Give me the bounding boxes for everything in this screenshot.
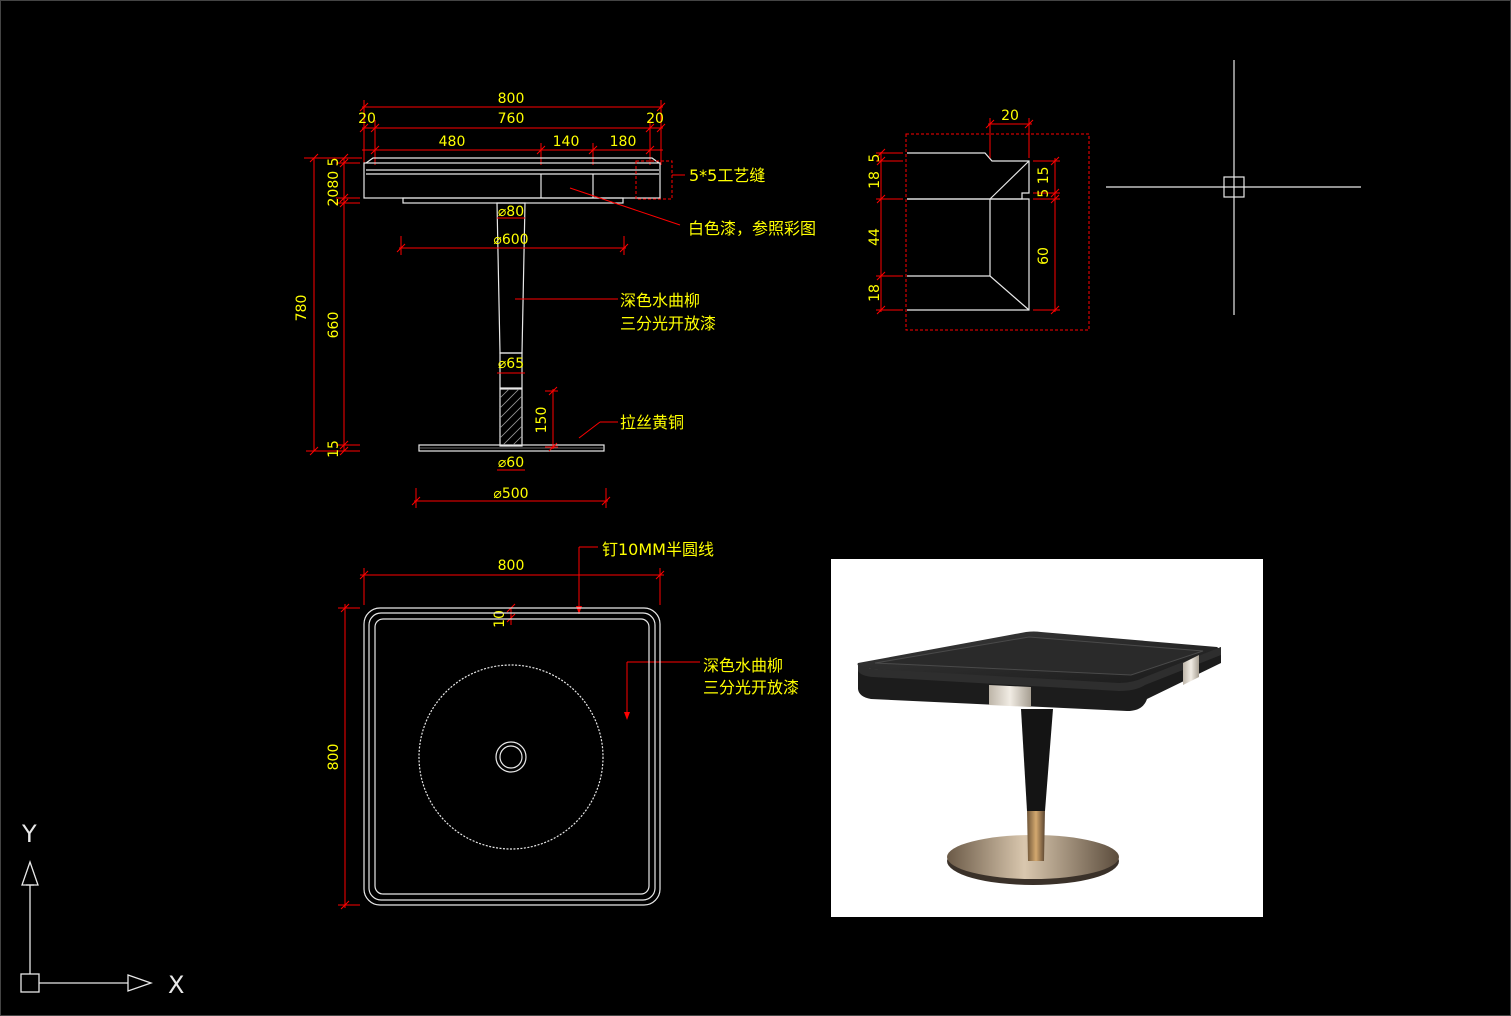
note-plan-wood-line1: 深色水曲柳 — [703, 656, 783, 675]
dim-d500: ⌀500 — [493, 486, 528, 502]
dim-base-thickness: 15 — [326, 440, 342, 458]
metal-plate-side — [1183, 655, 1199, 685]
elevation-top-dimension-lines — [359, 100, 666, 165]
table-illustration — [857, 631, 1221, 885]
dim-d65: ⌀65 — [498, 356, 524, 372]
elevation-diameter-dims — [396, 217, 629, 508]
note-brass: 拉丝黄铜 — [620, 413, 684, 432]
ucs-icon: Y X — [20, 820, 184, 999]
dim-section-18b: 18 — [867, 284, 883, 302]
groove-detail-callout — [635, 160, 673, 200]
plan-view: 800 800 10 钉10MM半圆线 深色水曲柳 三分光开放漆 — [326, 540, 799, 910]
section-callout-frame — [905, 133, 1090, 331]
top-edge-band — [858, 647, 1221, 691]
ucs-y-label: Y — [21, 820, 37, 848]
product-reference-photo — [831, 559, 1263, 917]
note-white-paint: 白色漆，参照彩图 — [688, 219, 816, 238]
edge-section-detail: 20 5 18 44 18 5 15 60 — [867, 108, 1090, 331]
dim-total-height: 780 — [294, 295, 310, 322]
dim-inner-width: 760 — [498, 111, 525, 127]
dim-section-60: 60 — [1036, 247, 1052, 265]
dim-section-20: 20 — [1001, 108, 1019, 124]
dim-section-5: 5 — [867, 154, 883, 163]
note-groove: 5*5工艺缝 — [689, 166, 765, 185]
note-plan-wood-line2: 三分光开放漆 — [703, 678, 799, 697]
dim-plan-width: 800 — [498, 558, 525, 574]
dim-seg-480: 480 — [439, 134, 466, 150]
dim-seg-180: 180 — [610, 134, 637, 150]
dim-seg-140: 140 — [553, 134, 580, 150]
elevation-table-top — [363, 157, 661, 204]
dim-side-right: 20 — [646, 111, 664, 127]
dim-overall-width: 800 — [498, 91, 525, 107]
crosshair-cursor[interactable] — [1106, 60, 1361, 315]
top-inset — [874, 636, 1204, 676]
brass-collar — [1027, 809, 1045, 861]
ucs-x-label: X — [168, 971, 184, 999]
note-nail-line: 钉10MM半圆线 — [602, 540, 714, 559]
dim-d60: ⌀60 — [498, 455, 524, 471]
dim-section-18a: 18 — [867, 171, 883, 189]
column — [1021, 709, 1053, 811]
dim-section-44: 44 — [867, 228, 883, 246]
section-dims — [876, 118, 1060, 315]
dim-d600: ⌀600 — [493, 232, 528, 248]
dim-side-left: 20 — [358, 111, 376, 127]
dim-column-height: 660 — [326, 312, 342, 339]
note-wood-line1: 深色水曲柳 — [620, 291, 700, 310]
plan-dims — [338, 546, 700, 910]
dim-top-stack: 2080 5 — [326, 158, 342, 207]
front-elevation: 800 760 20 20 480 140 180 5*5工艺缝 白色漆，参照彩… — [294, 91, 816, 508]
plan-wood-arrow — [624, 712, 630, 720]
dim-h150: 150 — [534, 407, 550, 434]
dim-plan-height: 800 — [326, 744, 342, 771]
section-profile — [907, 152, 1030, 311]
elevation-vertical-dims — [304, 153, 362, 456]
dim-section-5-15: 5 15 — [1036, 166, 1052, 197]
brass-hatch — [499, 388, 523, 446]
dim-d80: ⌀80 — [498, 204, 524, 220]
plan-table-outline — [363, 607, 661, 906]
note-wood-line2: 三分光开放漆 — [620, 314, 716, 333]
metal-plate-front — [989, 685, 1031, 707]
